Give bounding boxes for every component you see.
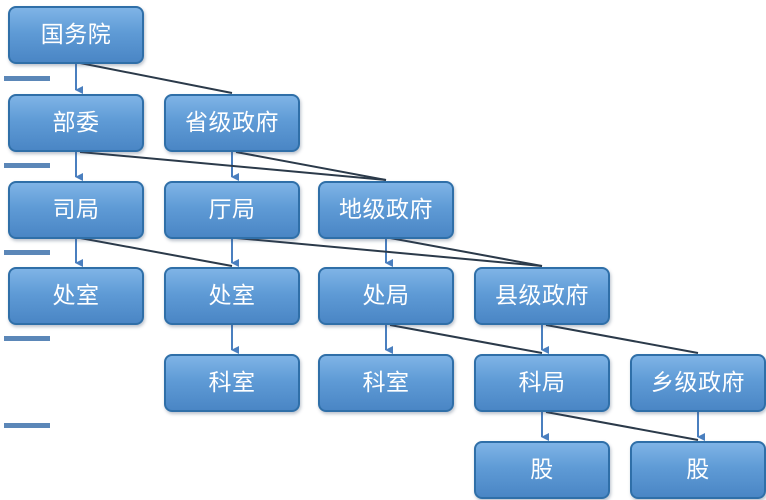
- node-shengji-zhengfu: 省级政府: [164, 94, 300, 152]
- node-siju: 司局: [8, 181, 144, 239]
- node-gu-2: 股: [630, 441, 766, 499]
- line-tingju-xianji: [235, 237, 543, 267]
- line-siju-chushi2: [79, 237, 233, 267]
- node-guowuyuan: 国务院: [8, 6, 144, 64]
- node-keju: 科局: [474, 354, 610, 412]
- line-keju-bottom2: [545, 411, 699, 441]
- node-xiangji-zhengfu: 乡级政府: [630, 354, 766, 412]
- node-gu-1: 股: [474, 441, 610, 499]
- line-chuju-keju: [389, 324, 543, 354]
- line-buwei-diji: [79, 151, 387, 181]
- tier-bar-3: [4, 250, 50, 255]
- line-guowuyuan-shengji: [79, 62, 233, 94]
- node-chushi-1: 处室: [8, 267, 144, 325]
- line-xianji-xiangji: [545, 324, 699, 354]
- line-diji-xianji: [389, 237, 543, 267]
- node-chushi-2: 处室: [164, 267, 300, 325]
- node-xianji-zhengfu: 县级政府: [474, 267, 610, 325]
- node-diji-zhengfu: 地级政府: [318, 181, 454, 239]
- tier-bar-2: [4, 163, 50, 168]
- node-tingju: 厅局: [164, 181, 300, 239]
- line-shengji-diji: [235, 151, 387, 181]
- node-keshi-1: 科室: [164, 354, 300, 412]
- tier-bar-5: [4, 423, 50, 428]
- node-chuju: 处局: [318, 267, 454, 325]
- node-buwei: 部委: [8, 94, 144, 152]
- tier-bar-4: [4, 336, 50, 341]
- node-keshi-2: 科室: [318, 354, 454, 412]
- tier-bar-1: [4, 76, 50, 81]
